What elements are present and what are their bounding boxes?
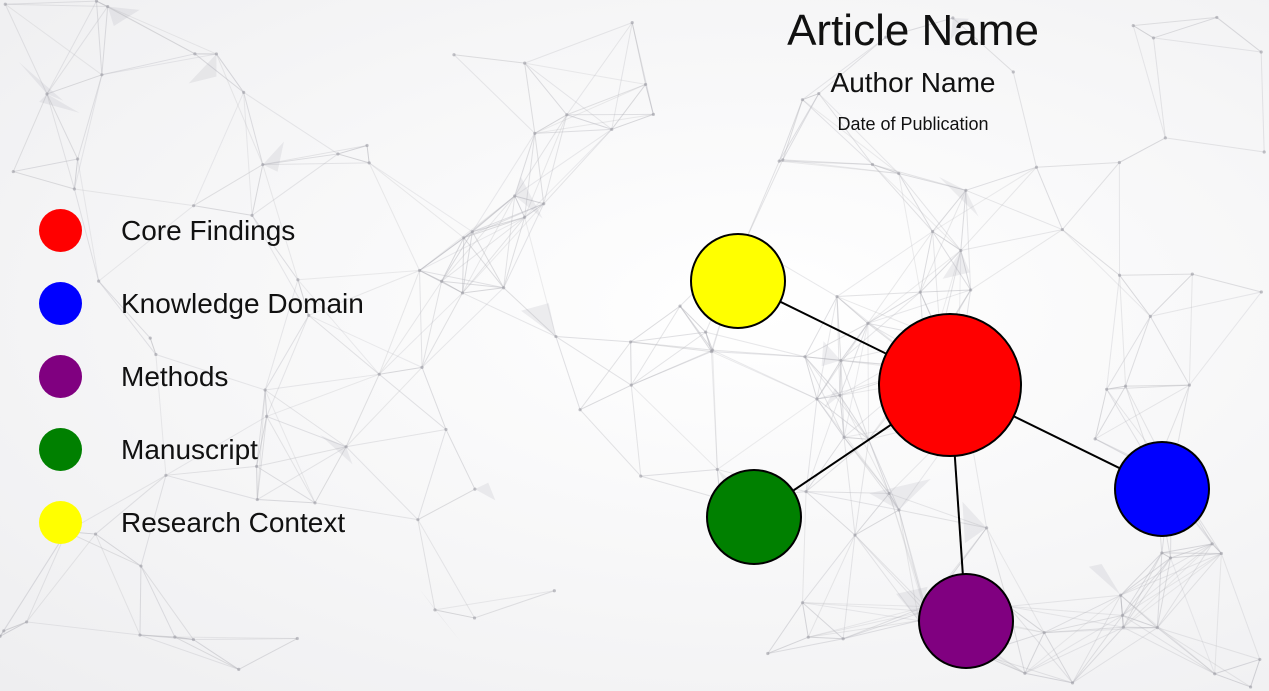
node-methods bbox=[918, 573, 1014, 669]
legend-swatch bbox=[39, 428, 82, 471]
node-core-findings bbox=[878, 313, 1022, 457]
legend-swatch bbox=[39, 501, 82, 544]
node-knowledge-domain bbox=[1114, 441, 1210, 537]
article-header: Article Name Author Name Date of Publica… bbox=[713, 4, 1113, 136]
legend-item-manuscript: Manuscript bbox=[39, 428, 364, 471]
legend-item-methods: Methods bbox=[39, 355, 364, 398]
legend-label: Knowledge Domain bbox=[121, 287, 364, 319]
legend-label: Research Context bbox=[121, 506, 346, 538]
legend-swatch bbox=[39, 209, 82, 252]
node-manuscript bbox=[706, 469, 802, 565]
legend: Core Findings Knowledge Domain Methods M… bbox=[39, 209, 364, 574]
legend-swatch bbox=[39, 355, 82, 398]
legend-item-core-findings: Core Findings bbox=[39, 209, 364, 252]
publication-date: Date of Publication bbox=[837, 114, 989, 134]
legend-label: Manuscript bbox=[121, 433, 258, 465]
legend-item-research-context: Research Context bbox=[39, 501, 364, 544]
article-title: Article Name bbox=[787, 6, 1039, 55]
legend-label: Methods bbox=[121, 360, 229, 392]
graph-nodes bbox=[690, 233, 1210, 669]
legend-label: Core Findings bbox=[121, 214, 296, 246]
node-research-context bbox=[690, 233, 786, 329]
legend-item-knowledge-domain: Knowledge Domain bbox=[39, 282, 364, 325]
author-name: Author Name bbox=[830, 67, 996, 98]
legend-swatch bbox=[39, 282, 82, 325]
